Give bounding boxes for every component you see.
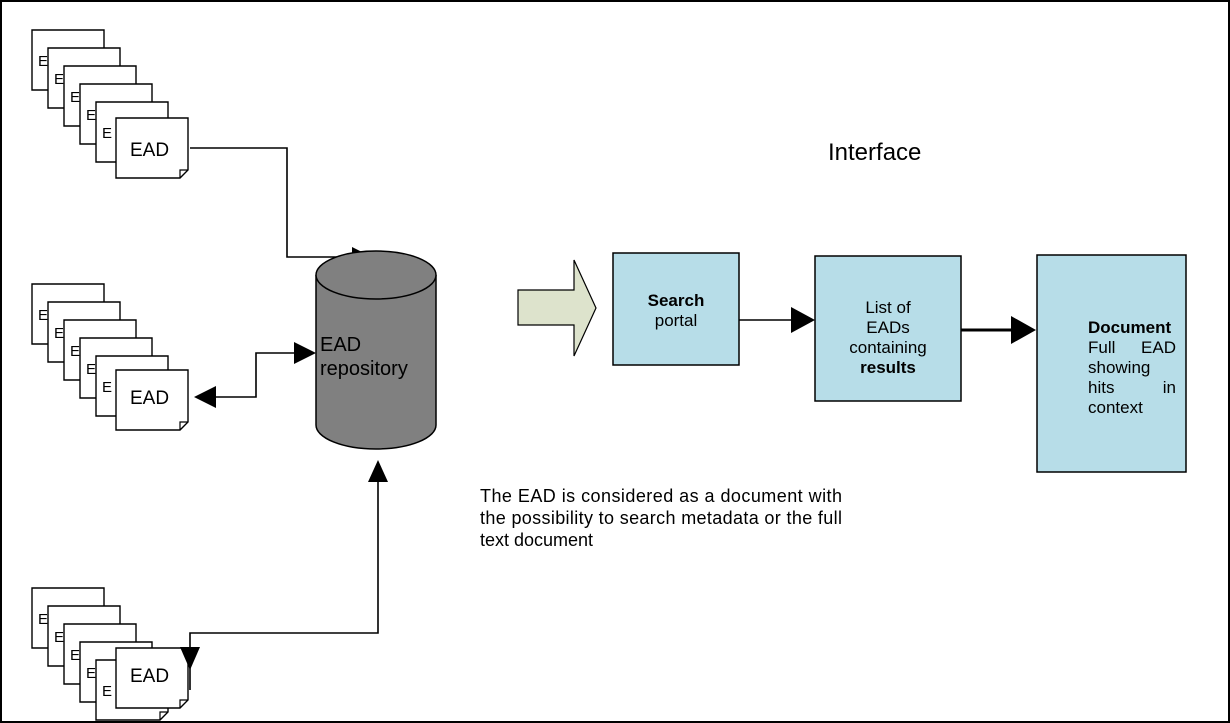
svg-text:E: E	[86, 361, 96, 378]
svg-text:E: E	[38, 307, 48, 324]
document-line3b: in	[1163, 378, 1176, 397]
search-portal-title: Search	[648, 291, 705, 310]
arrow-results-to-document	[961, 316, 1036, 344]
svg-text:E: E	[70, 647, 80, 664]
svg-text:E: E	[102, 125, 112, 142]
caption-line1: The EAD is considered as a document with	[480, 486, 842, 506]
caption-line2: the possibility to search metadata or th…	[480, 508, 842, 528]
document-line3a: hits	[1088, 378, 1114, 397]
ead-doc-label-middle: EAD	[130, 388, 169, 409]
svg-text:E: E	[70, 89, 80, 106]
ead-doc-label-top: EAD	[130, 140, 169, 161]
svg-text:E: E	[54, 325, 64, 342]
svg-text:E: E	[86, 107, 96, 124]
repository-label-line1: EAD	[320, 334, 361, 356]
document-line1a: Full	[1088, 338, 1115, 357]
caption-line3: text document	[480, 530, 593, 550]
ead-document-stack-bottom: E E E E E EAD	[31, 587, 189, 721]
results-list-box: List of EADs containing results	[814, 255, 962, 402]
big-arrow-icon	[517, 259, 597, 357]
svg-text:E: E	[70, 343, 80, 360]
ead-doc-label-bottom: EAD	[130, 666, 169, 687]
connector-middle-stack	[194, 342, 316, 408]
arrow-search-to-results	[739, 307, 815, 333]
results-line3: containing	[849, 338, 927, 357]
svg-text:E: E	[38, 53, 48, 70]
document-line1b: EAD	[1141, 338, 1176, 357]
interface-title: Interface	[828, 139, 921, 166]
document-line4: context	[1088, 398, 1143, 417]
connector-top-stack	[190, 147, 372, 267]
repository-label-line2: repository	[320, 358, 408, 380]
document-box: Document Full EAD showing hits in contex…	[1036, 254, 1187, 473]
caption: The EAD is considered as a document with…	[480, 486, 842, 550]
search-portal-subtitle: portal	[655, 311, 698, 330]
svg-text:E: E	[102, 683, 112, 700]
search-portal-box: Search portal	[612, 252, 740, 366]
svg-text:E: E	[54, 629, 64, 646]
connector-bottom-stack	[180, 460, 388, 690]
results-line4: results	[860, 358, 916, 377]
svg-text:E: E	[86, 665, 96, 682]
document-line2: showing	[1088, 358, 1150, 377]
svg-text:E: E	[54, 71, 64, 88]
results-line1: List of	[865, 298, 911, 317]
ead-document-stack-top: E E E E E EAD	[31, 29, 189, 179]
svg-text:E: E	[102, 379, 112, 396]
document-title: Document	[1088, 318, 1171, 337]
svg-text:E: E	[38, 611, 48, 628]
results-line2: EADs	[866, 318, 909, 337]
ead-repository-cylinder: EAD repository	[315, 250, 437, 450]
ead-document-stack-middle: E E E E E EAD	[31, 283, 189, 431]
